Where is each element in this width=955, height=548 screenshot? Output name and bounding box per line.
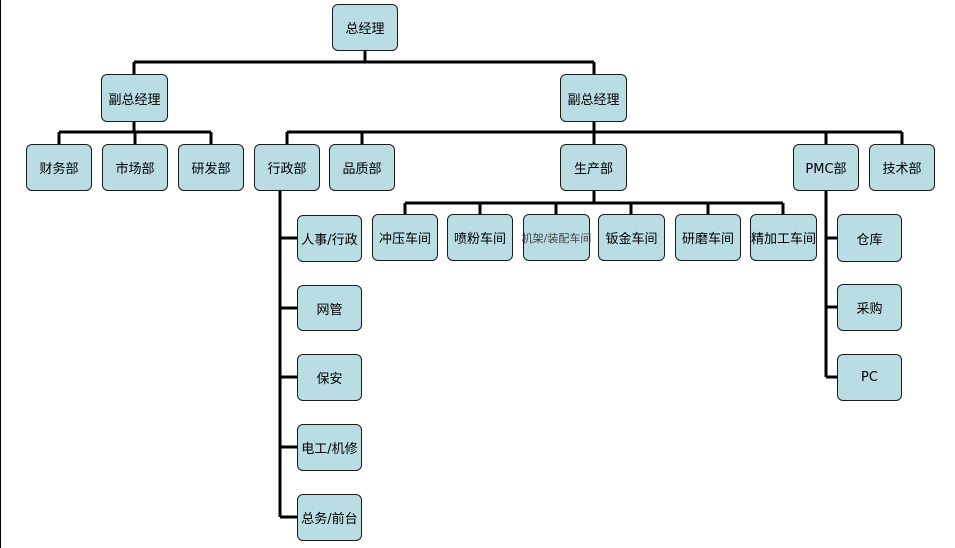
node-grinding-workshop: 研磨车间 — [675, 214, 741, 261]
node-admin-dept: 行政部 — [254, 144, 320, 191]
node-general-affairs-reception: 总务/前台 — [297, 494, 362, 541]
node-vice-gm-right: 副总经理 — [560, 74, 627, 122]
node-sheet-metal-workshop: 钣金车间 — [598, 214, 665, 261]
node-production-control: PC — [837, 354, 902, 401]
node-pmc-dept: PMC部 — [793, 144, 859, 191]
node-electrician-maintenance: 电工/机修 — [297, 424, 362, 471]
node-finishing-workshop: 精加工车间 — [750, 214, 817, 261]
node-ceo: 总经理 — [332, 4, 398, 51]
node-tech-dept: 技术部 — [869, 144, 935, 191]
node-stamping-workshop: 冲压车间 — [372, 214, 438, 261]
node-production-dept: 生产部 — [560, 144, 627, 191]
node-vice-gm-left: 副总经理 — [101, 74, 168, 122]
node-quality-dept: 品质部 — [329, 144, 395, 191]
node-warehouse: 仓库 — [837, 214, 902, 262]
node-powder-coating-workshop: 喷粉车间 — [447, 214, 513, 261]
node-frame-assembly-workshop: 机架/装配车间 — [522, 214, 591, 261]
node-finance-dept: 财务部 — [26, 144, 92, 191]
node-network-admin: 网管 — [297, 285, 362, 331]
node-rd-dept: 研发部 — [178, 144, 244, 191]
node-hr-admin: 人事/行政 — [297, 215, 362, 262]
node-security: 保安 — [297, 354, 362, 401]
node-purchasing: 采购 — [837, 284, 902, 331]
node-marketing-dept: 市场部 — [102, 144, 168, 191]
